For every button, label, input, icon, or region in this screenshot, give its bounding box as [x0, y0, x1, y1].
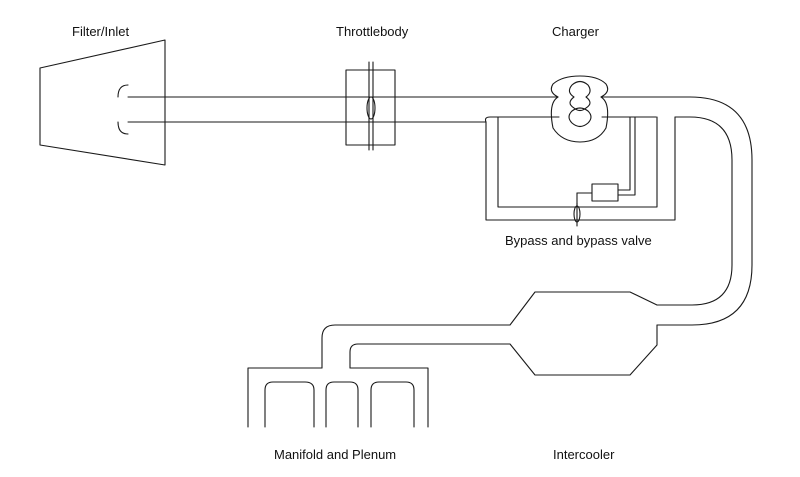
throttlebody: [345, 61, 396, 151]
bypass-loop: [484, 116, 676, 227]
intercooler: [321, 291, 658, 376]
intercooler-label: Intercooler: [553, 447, 615, 462]
filter-inlet-label: Filter/Inlet: [72, 24, 130, 39]
manifold-plenum: [247, 367, 429, 428]
throttlebody-label: Throttlebody: [336, 24, 409, 39]
intake-pipe: [127, 96, 559, 123]
bypass-label: Bypass and bypass valve: [505, 233, 652, 248]
manifold-plenum-label: Manifold and Plenum: [274, 447, 397, 462]
charger: [550, 75, 609, 143]
charge-pipe: [600, 96, 753, 326]
charger-label: Charger: [552, 24, 599, 39]
filter-inlet: [39, 39, 166, 166]
